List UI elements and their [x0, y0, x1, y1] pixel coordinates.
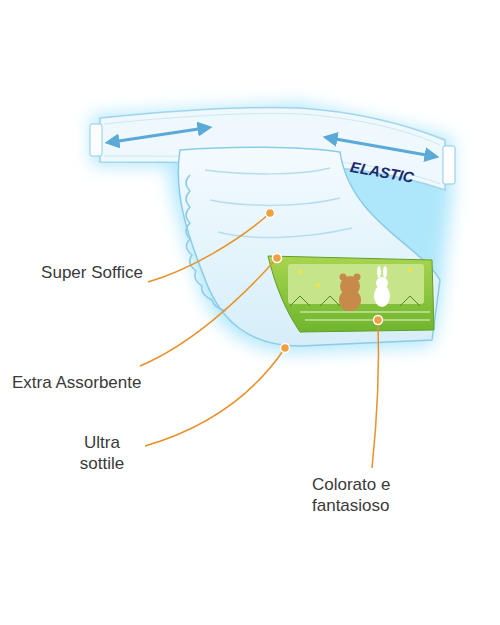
flower-dot	[408, 268, 412, 272]
callout-dot	[374, 316, 383, 325]
front-panel	[268, 256, 434, 332]
callout-label: Colorato e fantasioso	[312, 474, 432, 517]
band-stitch	[104, 113, 440, 145]
callout-dot	[273, 254, 282, 263]
elastic-arrow	[112, 128, 205, 142]
bunny-figure	[377, 266, 381, 278]
elastic-label: ELASTIC	[349, 158, 431, 190]
callout-dots	[266, 209, 383, 353]
bear-figure	[339, 289, 361, 311]
leader-line	[140, 258, 277, 366]
bear-figure	[354, 274, 361, 281]
callout-label: Ultra sottile	[62, 432, 142, 475]
pad-fold	[210, 198, 340, 205]
callout-dot	[266, 209, 275, 218]
leader-line	[145, 348, 285, 446]
side-tab	[90, 124, 102, 156]
bunny-figure	[383, 266, 387, 278]
side-tab	[443, 146, 455, 184]
pad-fold	[218, 228, 352, 238]
callout-dot	[281, 344, 290, 353]
pad-fold	[205, 168, 330, 174]
glow	[92, 104, 452, 352]
flower-dot	[316, 283, 320, 287]
callout-label: Extra Assorbente	[12, 372, 212, 393]
leader-line	[372, 320, 379, 468]
leader-lines	[140, 213, 379, 468]
panel-stripe	[300, 312, 430, 320]
leg-cuff	[186, 175, 226, 311]
bunny-figure	[376, 277, 388, 289]
bear-figure	[340, 274, 347, 281]
elastic-arrow	[330, 138, 432, 156]
callout-label: Super Soffice	[40, 262, 144, 283]
leader-line	[148, 213, 270, 282]
flower-dot	[298, 270, 302, 274]
